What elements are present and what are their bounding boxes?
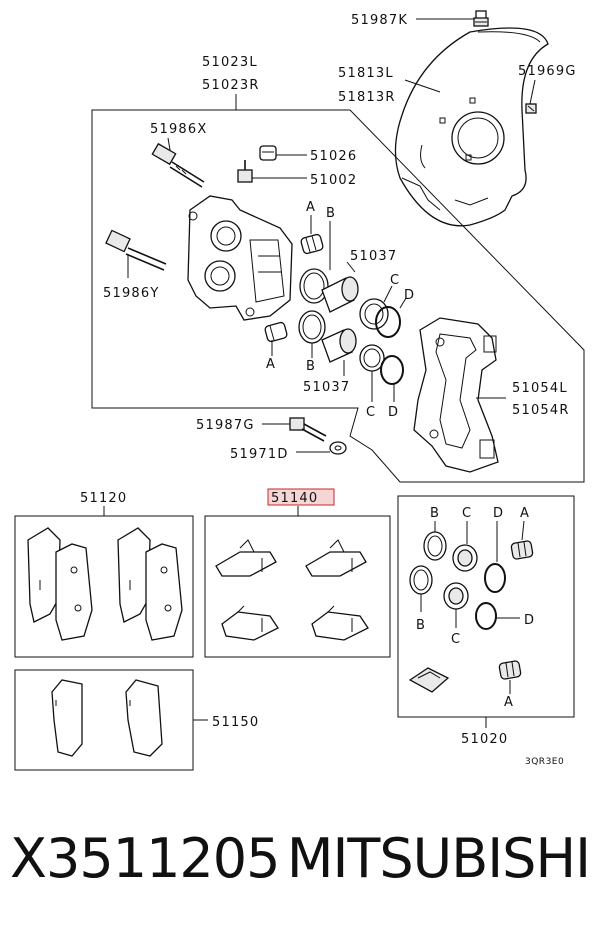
label-51987k: 51987K xyxy=(351,13,408,28)
label-51002: 51002 xyxy=(310,173,357,188)
label-51020: 51020 xyxy=(461,732,508,747)
clip-kit-box-51140 xyxy=(204,515,391,658)
label-51986y: 51986Y xyxy=(103,286,160,301)
letter-d-kit-lower: D xyxy=(524,613,535,628)
kit-seal-b-lower[interactable] xyxy=(409,565,433,595)
label-51140: 51140 xyxy=(271,491,318,506)
brake-pad-set[interactable] xyxy=(27,527,183,641)
kit-ring-d-upper[interactable] xyxy=(484,563,506,593)
shim-box-51150 xyxy=(14,669,194,771)
piston-lower[interactable] xyxy=(321,328,357,363)
bleeder-screw-51002[interactable] xyxy=(237,160,253,183)
letter-c-kit-lower: C xyxy=(451,632,461,647)
bolt-51987k[interactable] xyxy=(473,10,489,27)
kit-ring-d-lower[interactable] xyxy=(475,602,497,630)
label-51969g: 51969G xyxy=(518,64,577,79)
seal-b-lower[interactable] xyxy=(298,310,326,344)
boot-a-lower[interactable] xyxy=(264,321,288,343)
letter-a-lower: A xyxy=(266,357,276,372)
kit-boot-a-lower[interactable] xyxy=(498,660,522,680)
kit-seal-c-lower[interactable] xyxy=(443,582,469,610)
label-51971d: 51971D xyxy=(230,447,289,462)
kit-grease-packet[interactable] xyxy=(408,667,450,693)
label-51054l: 51054L xyxy=(512,381,568,396)
label-51120: 51120 xyxy=(80,491,127,506)
caliper-support-bracket-51054[interactable] xyxy=(413,317,499,473)
kit-seal-c-upper[interactable] xyxy=(452,544,478,572)
piston-upper[interactable] xyxy=(321,276,359,313)
kit-boot-a-upper[interactable] xyxy=(510,540,534,560)
caliper-assembly-frame xyxy=(91,109,585,483)
label-51023r: 51023R xyxy=(202,78,260,93)
letter-a-kit-lower: A xyxy=(504,695,514,710)
pad-shim-set[interactable] xyxy=(51,679,163,757)
letter-c-lower: C xyxy=(366,405,376,420)
letter-b-upper: B xyxy=(326,206,336,221)
highlight-51140 xyxy=(267,488,335,506)
ring-d-lower[interactable] xyxy=(380,355,404,385)
letter-a-kit-upper: A xyxy=(520,506,530,521)
label-51037-upper: 51037 xyxy=(350,249,397,264)
letter-a-upper: A xyxy=(306,200,316,215)
diagram-code: 3QR3E0 xyxy=(525,757,564,767)
ring-d-upper[interactable] xyxy=(375,306,401,338)
seal-b-upper[interactable] xyxy=(299,268,329,304)
bolt-51987g[interactable] xyxy=(289,417,327,442)
kit-seal-b-upper[interactable] xyxy=(423,531,447,561)
pad-kit-box-51120 xyxy=(14,515,194,658)
brand-name: MITSUBISHI xyxy=(286,827,591,890)
brake-caliper-exploded-diagram: 51987K 51813L 51813R 51969G 51023L 51023… xyxy=(14,10,585,771)
label-51150: 51150 xyxy=(212,715,259,730)
label-51813r: 51813R xyxy=(338,90,396,105)
letter-d-lower: D xyxy=(388,405,399,420)
guide-pin-bolt-51986x[interactable] xyxy=(151,142,205,188)
seal-c-upper[interactable] xyxy=(359,298,389,330)
letter-d-upper: D xyxy=(404,288,415,303)
letter-b-kit-lower: B xyxy=(416,618,426,633)
letter-b-lower: B xyxy=(306,359,316,374)
label-51026: 51026 xyxy=(310,149,357,164)
label-51054r: 51054R xyxy=(512,403,570,418)
label-51023l: 51023L xyxy=(202,55,258,70)
letter-c-kit-upper: C xyxy=(462,506,472,521)
pad-clip-set[interactable] xyxy=(215,539,369,641)
dust-shield-51813[interactable] xyxy=(394,27,549,227)
part-number: X3511205 xyxy=(10,827,280,890)
bleeder-cap-51026[interactable] xyxy=(259,145,277,161)
label-51037-lower: 51037 xyxy=(303,380,350,395)
letter-d-kit-upper: D xyxy=(493,506,504,521)
bolt-51969g[interactable] xyxy=(525,103,537,114)
letter-b-kit-upper: B xyxy=(430,506,440,521)
letter-c-upper: C xyxy=(390,273,400,288)
guide-pin-bolt-51986y[interactable] xyxy=(105,229,167,271)
caliper-body[interactable] xyxy=(187,195,293,321)
label-51813l: 51813L xyxy=(338,66,394,81)
label-51986x: 51986X xyxy=(150,122,207,137)
part-caption: X3511205 MITSUBISHI xyxy=(10,827,591,890)
boot-a-upper[interactable] xyxy=(300,233,324,255)
washer-51971d[interactable] xyxy=(329,441,347,455)
label-51987g: 51987G xyxy=(196,418,255,433)
